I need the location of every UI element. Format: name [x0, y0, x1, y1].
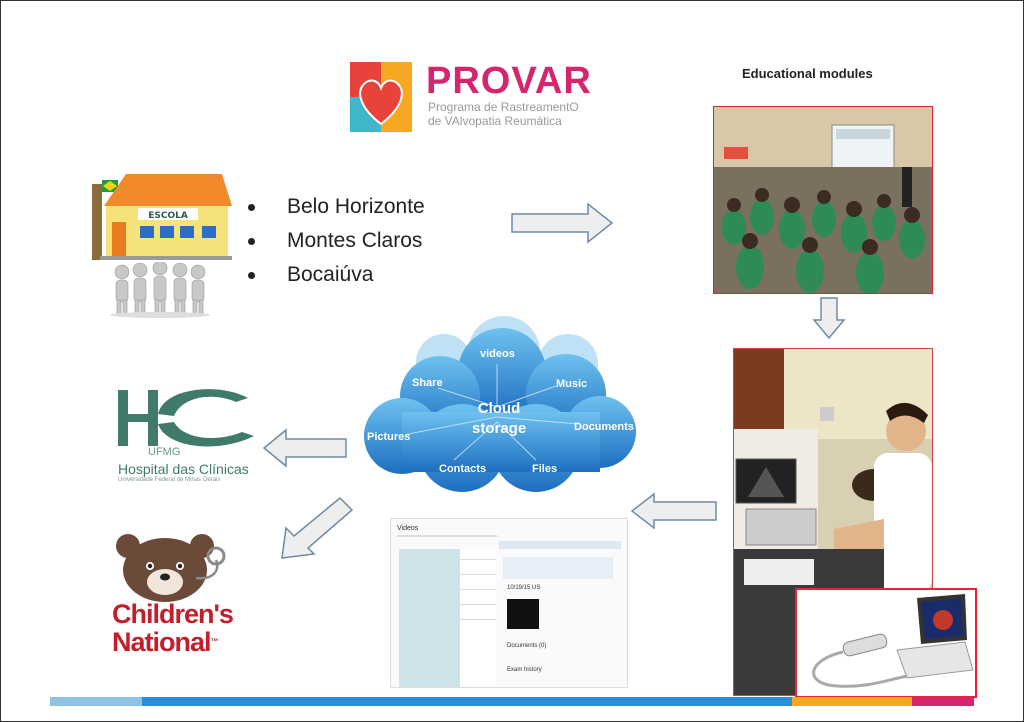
people-group-icon [110, 262, 210, 318]
cloud-item-videos: videos [480, 348, 515, 360]
cities-list: Belo Horizonte Montes Claros Bocaiúva [248, 190, 425, 292]
portable-ultrasound-inset [795, 588, 977, 698]
provar-heart-icon [350, 62, 412, 132]
ui-echo-thumbnail [507, 599, 539, 629]
ui-documents: Documents (0) [507, 643, 547, 649]
cn-line1: Children's [112, 599, 234, 629]
cloud-item-music: Music [556, 378, 588, 390]
city-item: Montes Claros [248, 224, 425, 258]
ui-info-panel [503, 557, 613, 579]
telemedicine-software-screenshot: Videos 10/19/15 US Documents (0) Exam hi… [390, 518, 628, 688]
bullet-dot [248, 237, 255, 245]
hc-ufmg-label: UFMG [148, 446, 181, 458]
city-label: Belo Horizonte [287, 195, 425, 218]
hc-ufmg-icon [118, 389, 254, 447]
school-building-icon: ESCOLA [92, 174, 232, 260]
logo-subtitle-line2: de VAlvopatia Reumática [428, 114, 562, 128]
ui-tabs [499, 541, 621, 549]
bottom-bar-segment [50, 697, 142, 706]
cloud-item-share: Share [412, 377, 443, 389]
bullet-dot [248, 203, 255, 211]
city-label: Montes Claros [287, 229, 423, 252]
hc-name: Hospital das Clínicas [118, 461, 249, 477]
educational-modules-label: Educational modules [742, 66, 873, 81]
ui-header-line [397, 535, 497, 537]
cn-trademark: ™ [210, 637, 219, 646]
city-item: Bocaiúva [248, 258, 425, 292]
cloud-item-files: Files [532, 463, 558, 475]
bear-stethoscope-icon [116, 534, 226, 602]
cloud-title: Cloud storage [472, 399, 526, 439]
logo-subtitle-line1: Programa de RastreamentO [428, 100, 579, 114]
hc-sub: Universidade Federal de Minas Gerais [118, 477, 221, 483]
arrow-down-left-icon [281, 496, 354, 559]
city-item: Belo Horizonte [248, 190, 425, 224]
bottom-bar-segment [912, 697, 974, 706]
ui-header: Videos [397, 525, 419, 532]
arrow-left-icon [630, 492, 717, 530]
bottom-bar-segment [142, 697, 792, 706]
cloud-item-contacts: Contacts [439, 463, 487, 475]
cloud-item-documents: Documents [574, 421, 634, 433]
ui-list [459, 549, 496, 687]
city-label: Bocaiúva [287, 263, 374, 286]
cloud-icon [364, 316, 636, 492]
cloud-title-line2: storage [472, 420, 527, 437]
school-sign: ESCOLA [148, 211, 188, 221]
ui-panel-title: 10/19/15 US [507, 585, 541, 591]
logo-title: PROVAR [426, 60, 592, 102]
ui-sidebar [399, 549, 459, 687]
classroom-photo [713, 106, 933, 294]
bottom-bar-segment [792, 697, 912, 706]
logo-subtitle: Programa de RastreamentO de VAlvopatia R… [428, 100, 579, 128]
arrow-left-icon [262, 428, 347, 468]
arrow-down-icon [812, 297, 846, 340]
cn-line2: National™ [112, 628, 233, 656]
childrens-national-wordmark: Children's National™ [112, 599, 234, 656]
ui-history: Exam history [507, 667, 542, 673]
arrow-right-icon [511, 202, 614, 244]
bullet-dot [248, 271, 255, 279]
cloud-item-pictures: Pictures [367, 431, 411, 443]
cloud-title-line1: Cloud [477, 400, 521, 417]
cn-line2-text: National [112, 627, 212, 657]
